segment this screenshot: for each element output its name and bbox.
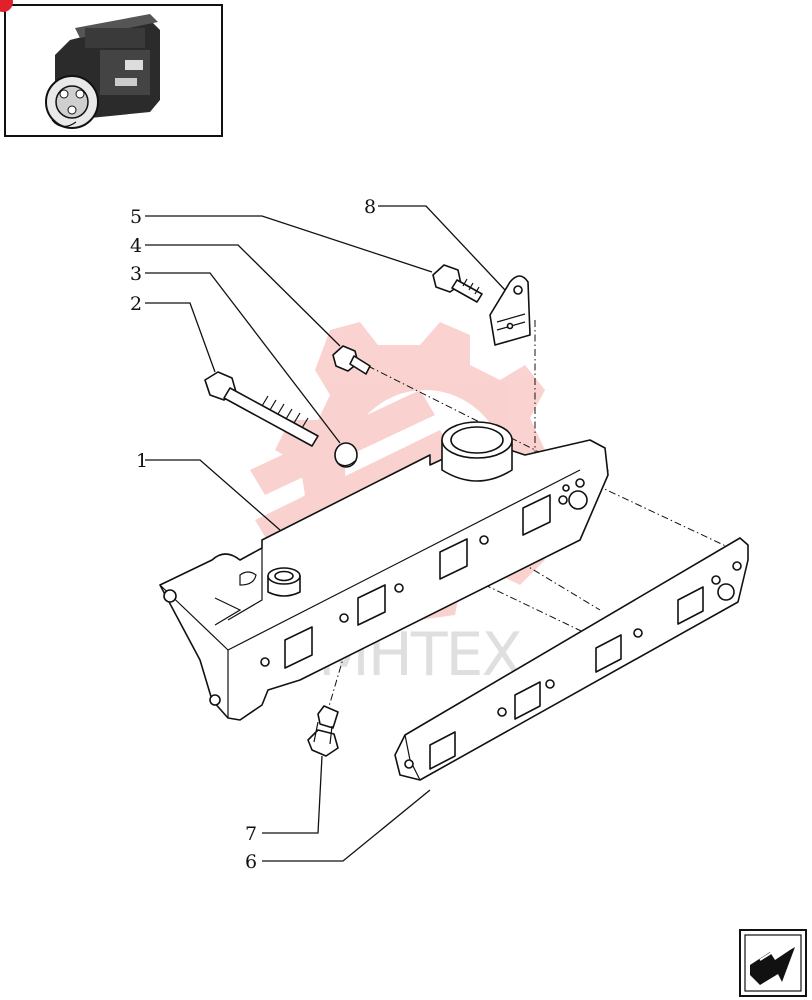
manifold-gasket[interactable] [394,537,749,781]
callout-1: 1 [136,450,148,472]
sealing-plug[interactable] [334,442,358,468]
engine-thumbnail[interactable] [0,0,223,137]
short-stud[interactable] [332,345,371,375]
long-bolt[interactable] [204,371,319,447]
engine-thumbnail-icon [45,14,160,129]
exhaust-manifold[interactable] [159,421,609,721]
next-page-button[interactable] [739,929,807,997]
next-page-arrow-icon [750,947,795,985]
manifold-stud[interactable] [307,705,339,757]
callout-labels: 1 2 3 4 5 6 7 8 [130,196,376,873]
support-bracket[interactable] [489,275,531,346]
callout-3: 3 [130,263,142,285]
flange-bolt[interactable] [432,264,483,303]
leader-lines [145,205,506,862]
callout-2: 2 [130,293,142,315]
callout-7: 7 [245,823,257,845]
thumbnail-corner-marker [0,0,13,12]
callout-8: 8 [364,196,376,218]
callout-5: 5 [130,206,142,228]
callout-4: 4 [130,235,142,257]
callout-6: 6 [245,851,257,873]
